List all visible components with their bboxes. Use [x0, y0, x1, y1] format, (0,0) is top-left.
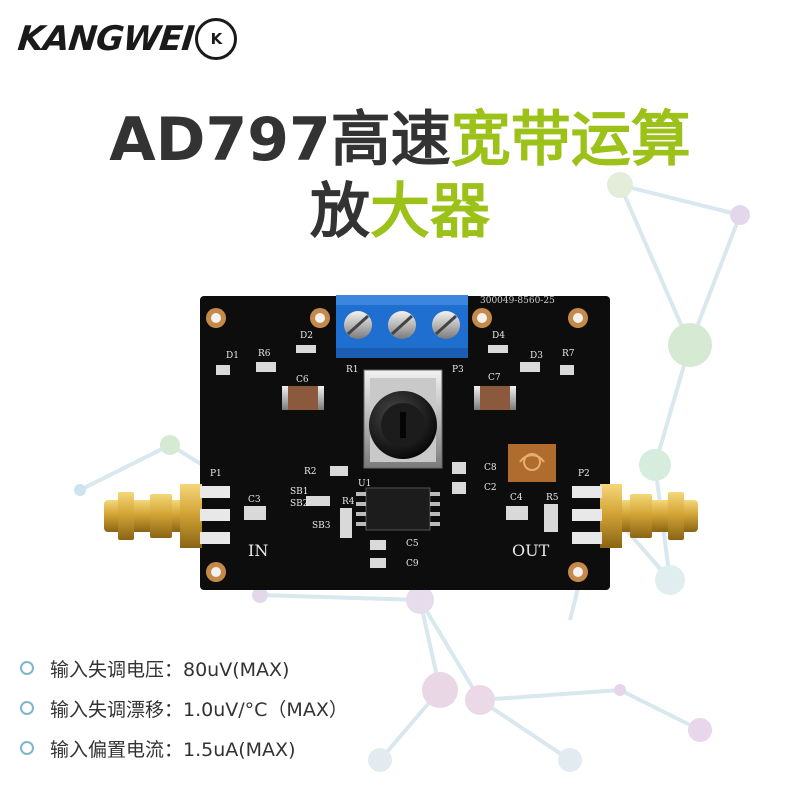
label-d4: D4: [492, 331, 505, 341]
bullet-circle-icon: [20, 701, 34, 715]
bullet-circle-icon: [20, 741, 34, 755]
spec-item: 输入失调漂移：1.0uV/°C（MAX）: [20, 688, 348, 728]
label-r4: R4: [342, 497, 355, 507]
label-sb3: SB3: [312, 521, 331, 531]
logo-badge-icon: K: [195, 18, 238, 60]
label-d3: D3: [530, 351, 543, 361]
bullet-circle-icon: [20, 661, 34, 675]
label-d1: D1: [226, 351, 239, 361]
sma-connector-out: [572, 484, 698, 548]
label-out: OUT: [512, 541, 550, 560]
label-r1: R1: [346, 365, 359, 375]
label-r5: R5: [546, 493, 559, 503]
antenna-marking-icon: [508, 444, 556, 482]
spec-text: 输入偏置电流：1.5uA(MAX): [50, 738, 296, 761]
label-c6: C6: [296, 375, 309, 385]
label-in: IN: [248, 541, 268, 560]
label-c9: C9: [406, 559, 419, 569]
spec-list: 输入失调电压：80uV(MAX) 输入失调漂移：1.0uV/°C（MAX） 输入…: [20, 648, 348, 768]
label-p3: P3: [452, 365, 464, 375]
product-title-line-1: AD797高速宽带运算: [0, 104, 800, 176]
title-part-accent: 宽带运算: [450, 105, 691, 175]
product-title-line-2: 放大器: [0, 176, 800, 248]
label-p1: P1: [210, 469, 222, 479]
label-r7: R7: [562, 349, 575, 359]
label-c7: C7: [488, 373, 501, 383]
label-c2: C2: [484, 483, 497, 493]
label-c3: C3: [248, 495, 261, 505]
label-u1: U1: [358, 479, 371, 489]
title-part-dark: AD797高速: [109, 105, 451, 175]
label-r6: R6: [258, 349, 271, 359]
label-d2: D2: [300, 331, 313, 341]
label-sb2: SB2: [290, 499, 309, 509]
label-c4: C4: [510, 493, 523, 503]
op-amp-chip-u1: [356, 487, 440, 531]
label-p2: P2: [578, 469, 590, 479]
spec-text: 输入失调电压：80uV(MAX): [50, 658, 290, 681]
potentiometer: [363, 369, 443, 469]
sma-connector-in: [104, 484, 230, 548]
spec-text: 输入失调漂移：1.0uV/°C（MAX）: [50, 698, 348, 721]
label-c5: C5: [406, 539, 419, 549]
smd-capacitors: [286, 386, 512, 410]
title-part-accent: 大器: [370, 177, 490, 247]
screw-terminal: [336, 295, 468, 358]
spec-item: 输入失调电压：80uV(MAX): [20, 648, 348, 688]
board-serial: 300049-8560-25: [480, 296, 555, 306]
label-c8: C8: [484, 463, 497, 473]
mounting-holes: [206, 308, 588, 582]
spec-item: 输入偏置电流：1.5uA(MAX): [20, 728, 348, 768]
smd-pads: [216, 345, 574, 568]
brand-logo: KANGWEI K: [16, 18, 238, 60]
title-part-dark: 放: [310, 177, 370, 247]
label-r2: R2: [304, 467, 317, 477]
label-sb1: SB1: [290, 487, 309, 497]
